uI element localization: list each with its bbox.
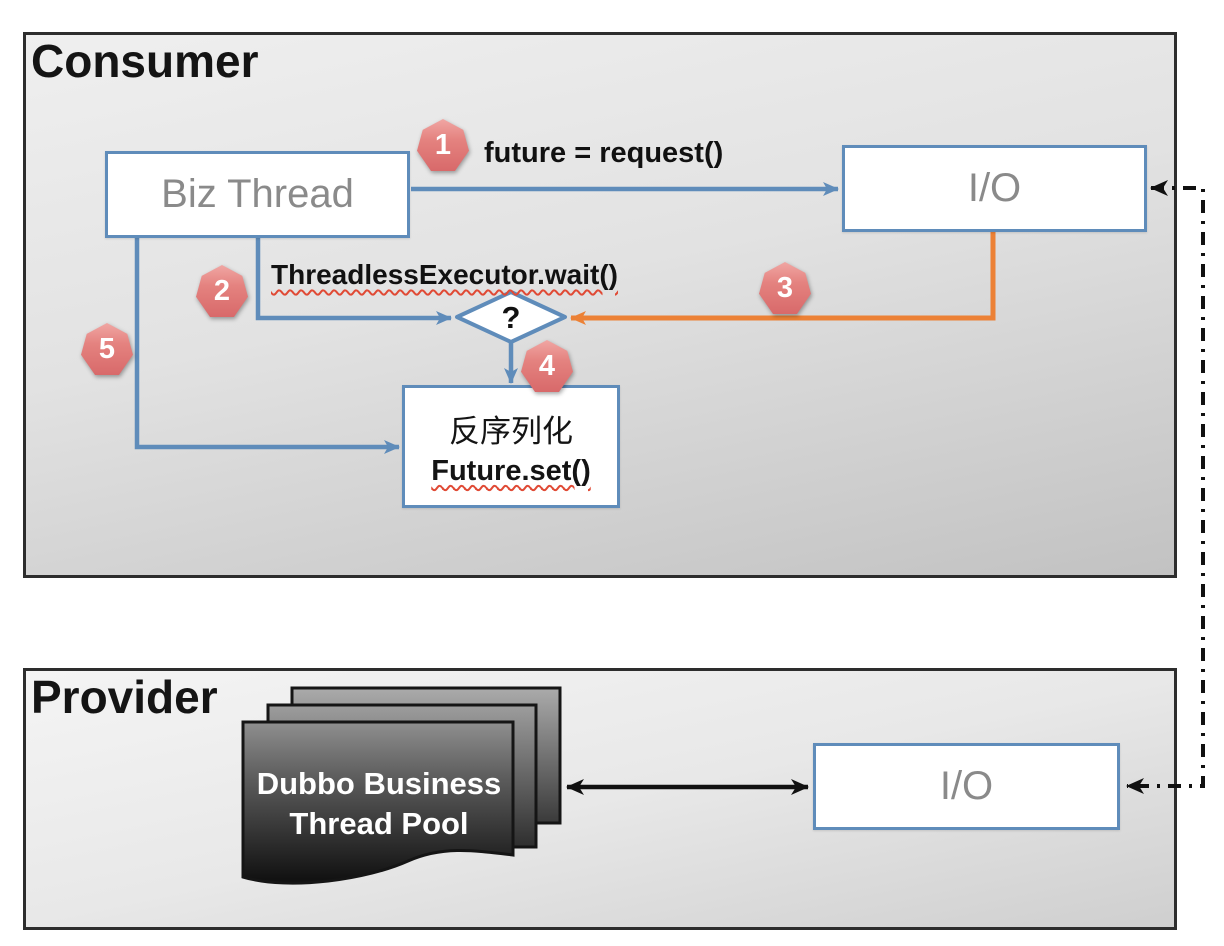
wait-arrow	[255, 236, 452, 325]
io-response-arrow	[570, 230, 996, 325]
step-badge-2-number: 2	[196, 265, 248, 317]
request-label: future = request()	[484, 137, 724, 169]
provider-io-box: I/O	[813, 743, 1120, 830]
deserialize-box: 反序列化 Future.set()	[402, 385, 620, 508]
step-badge-5-number: 5	[81, 323, 133, 375]
biz-thread-box: Biz Thread	[105, 151, 410, 238]
consumer-io-box: I/O	[842, 145, 1147, 232]
decision-label: ?	[501, 300, 521, 335]
step-badge-2: 2	[196, 265, 248, 317]
step-badge-4-number: 4	[521, 340, 573, 392]
decision-diamond	[455, 290, 567, 344]
provider-title: Provider	[31, 671, 218, 723]
thread-pool-stack	[241, 686, 562, 885]
thread-pool-label: Dubbo Business Thread Pool	[253, 764, 505, 843]
thread-pool-line1: Dubbo Business	[256, 766, 502, 801]
thread-pool-card-front	[241, 720, 515, 885]
provider-io-label: I/O	[939, 764, 994, 808]
step-badge-3-number: 3	[759, 262, 811, 314]
step-badge-3: 3	[759, 262, 811, 314]
deserialize-cn-label: 反序列化	[449, 413, 573, 449]
thread-pool-line2: Thread Pool	[289, 805, 469, 841]
step-badge-4: 4	[521, 340, 573, 392]
network-dashdot-link	[1126, 180, 1205, 794]
bizthread-deserialize-arrow	[134, 236, 400, 454]
consumer-title: Consumer	[31, 35, 259, 87]
deserialize-code-label: Future.set()	[431, 454, 591, 487]
consumer-io-label: I/O	[967, 166, 1022, 210]
step-badge-1: 1	[417, 119, 469, 171]
biz-thread-label: Biz Thread	[161, 172, 354, 216]
wait-label: ThreadlessExecutor.wait()	[271, 259, 619, 290]
step-badge-1-number: 1	[417, 119, 469, 171]
step-badge-5: 5	[81, 323, 133, 375]
